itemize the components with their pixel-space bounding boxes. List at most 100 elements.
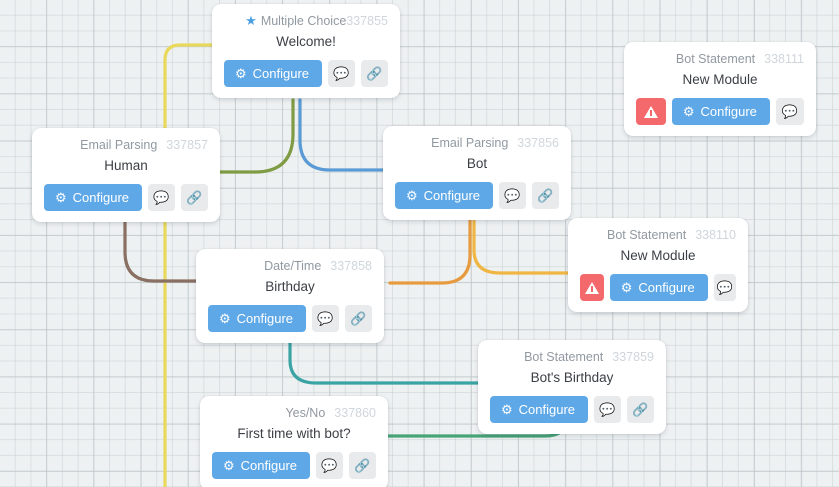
gear-icon: ⚙: [223, 458, 235, 473]
connector-olive-to-welcome: [194, 98, 295, 174]
link-button[interactable]: 🔗: [532, 182, 559, 209]
comment-button[interactable]: 💬: [594, 396, 622, 423]
link-button[interactable]: 🔗: [349, 452, 376, 479]
configure-button[interactable]: ⚙ Configure: [395, 182, 494, 209]
node-birthday[interactable]: Date/Time 337858 Birthday ⚙ Configure 💬 …: [196, 249, 384, 343]
node-title: New Module: [620, 248, 696, 263]
warning-icon: [643, 105, 658, 118]
node-header: Email Parsing 337857: [44, 137, 208, 153]
node-id-label: 337856: [517, 136, 559, 150]
link-icon: 🔗: [186, 190, 203, 205]
node-actions: ⚙ Configure 💬: [580, 274, 736, 301]
node-header: ★ Multiple Choice 337855: [224, 13, 388, 29]
gear-icon: ⚙: [501, 402, 513, 417]
comment-button[interactable]: 💬: [312, 305, 340, 332]
configure-label: Configure: [236, 311, 294, 326]
node-type-label: Yes/No: [285, 406, 326, 420]
configure-button[interactable]: ⚙ Configure: [208, 305, 307, 332]
node-header: Bot Statement 337859: [490, 349, 654, 365]
configure-button[interactable]: ⚙ Configure: [490, 396, 589, 423]
configure-button[interactable]: ⚙ Configure: [671, 98, 770, 125]
node-bot[interactable]: Email Parsing 337856 Bot ⚙ Configure 💬 🔗: [383, 126, 571, 220]
link-button[interactable]: 🔗: [361, 60, 388, 87]
connector-blue-to-bot: [298, 98, 385, 172]
star-icon: ★: [245, 13, 257, 28]
comment-button[interactable]: 💬: [713, 274, 736, 301]
configure-button[interactable]: ⚙ Configure: [224, 60, 323, 87]
node-header: Date/Time 337858: [208, 258, 372, 274]
gear-icon: ⚙: [235, 66, 247, 81]
node-header: Email Parsing 337856: [395, 135, 559, 151]
node-id-label: 338110: [695, 228, 736, 242]
node-type-label: Bot Statement: [675, 52, 756, 66]
gear-icon: ⚙: [55, 190, 67, 205]
node-type-label: Email Parsing: [80, 138, 158, 152]
configure-label: Configure: [638, 280, 695, 295]
node-actions: ⚙ Configure 💬: [636, 98, 804, 125]
node-human[interactable]: Email Parsing 337857 Human ⚙ Configure 💬…: [32, 128, 220, 222]
configure-label: Configure: [423, 188, 481, 203]
warning-button[interactable]: [580, 274, 604, 301]
connector-teal-to-bots-birthday: [288, 336, 480, 385]
node-type-label: Date/Time: [264, 259, 322, 273]
comment-icon: 💬: [716, 280, 733, 295]
configure-label: Configure: [518, 402, 576, 417]
node-title: Birthday: [265, 279, 315, 294]
gear-icon: ⚙: [682, 104, 695, 119]
configure-button[interactable]: ⚙ Configure: [212, 452, 311, 479]
node-header: Yes/No 337860: [212, 405, 376, 421]
gear-icon: ⚙: [406, 188, 418, 203]
comment-icon: 💬: [317, 311, 334, 326]
node-welcome[interactable]: ★ Multiple Choice 337855 Welcome! ⚙ Conf…: [212, 4, 400, 98]
node-actions: ⚙ Configure 💬 🔗: [44, 184, 208, 211]
node-id-label: 337857: [166, 138, 208, 152]
node-title: Bot's Birthday: [530, 370, 614, 385]
link-icon: 🔗: [366, 66, 383, 81]
node-bots-birthday[interactable]: Bot Statement 337859 Bot's Birthday ⚙ Co…: [478, 340, 666, 434]
node-id-label: 337858: [330, 259, 372, 273]
comment-icon: 💬: [333, 66, 350, 81]
connector-orange-to-bot-statement: [388, 213, 472, 285]
node-actions: ⚙ Configure 💬 🔗: [224, 60, 388, 87]
node-id-label: 337855: [346, 14, 388, 28]
comment-button[interactable]: 💬: [499, 182, 527, 209]
link-button[interactable]: 🔗: [627, 396, 654, 423]
node-type-label: Multiple Choice: [260, 14, 347, 28]
node-type-label: Bot Statement: [606, 228, 687, 242]
node-new-module-338110[interactable]: Bot Statement 338110 New Module ⚙ Config…: [568, 218, 748, 312]
node-id-label: 337859: [612, 350, 654, 364]
configure-button[interactable]: ⚙ Configure: [609, 274, 708, 301]
link-icon: 🔗: [354, 458, 371, 473]
node-title: New Module: [682, 72, 758, 87]
link-icon: 🔗: [632, 402, 649, 417]
node-type-label: Bot Statement: [524, 350, 604, 364]
link-button[interactable]: 🔗: [345, 305, 372, 332]
connector-amber-to-bot-statement: [472, 213, 574, 275]
configure-button[interactable]: ⚙ Configure: [44, 184, 143, 211]
link-button[interactable]: 🔗: [181, 184, 208, 211]
comment-button[interactable]: 💬: [148, 184, 176, 211]
link-icon: 🔗: [537, 188, 554, 203]
connector-yellow-vertical-trunk: [163, 43, 214, 487]
node-title: Welcome!: [276, 34, 336, 49]
node-type-label: Email Parsing: [431, 136, 509, 150]
node-actions: ⚙ Configure 💬 🔗: [212, 452, 376, 479]
comment-button[interactable]: 💬: [316, 452, 344, 479]
comment-button[interactable]: 💬: [328, 60, 356, 87]
comment-icon: 💬: [153, 190, 170, 205]
comment-icon: 💬: [321, 458, 338, 473]
configure-label: Configure: [700, 104, 757, 119]
warning-icon: [584, 281, 599, 294]
comment-button[interactable]: 💬: [775, 98, 804, 125]
node-id-label: 337860: [334, 406, 376, 420]
node-title: First time with bot?: [237, 426, 351, 441]
configure-label: Configure: [252, 66, 310, 81]
configure-label: Configure: [240, 458, 298, 473]
warning-button[interactable]: [636, 98, 666, 125]
comment-icon: 💬: [599, 402, 616, 417]
node-title: Bot: [466, 156, 488, 171]
node-first-time-with-bot[interactable]: Yes/No 337860 First time with bot? ⚙ Con…: [200, 396, 388, 487]
node-new-module-338111[interactable]: Bot Statement 338111 New Module ⚙ Config…: [624, 42, 816, 136]
